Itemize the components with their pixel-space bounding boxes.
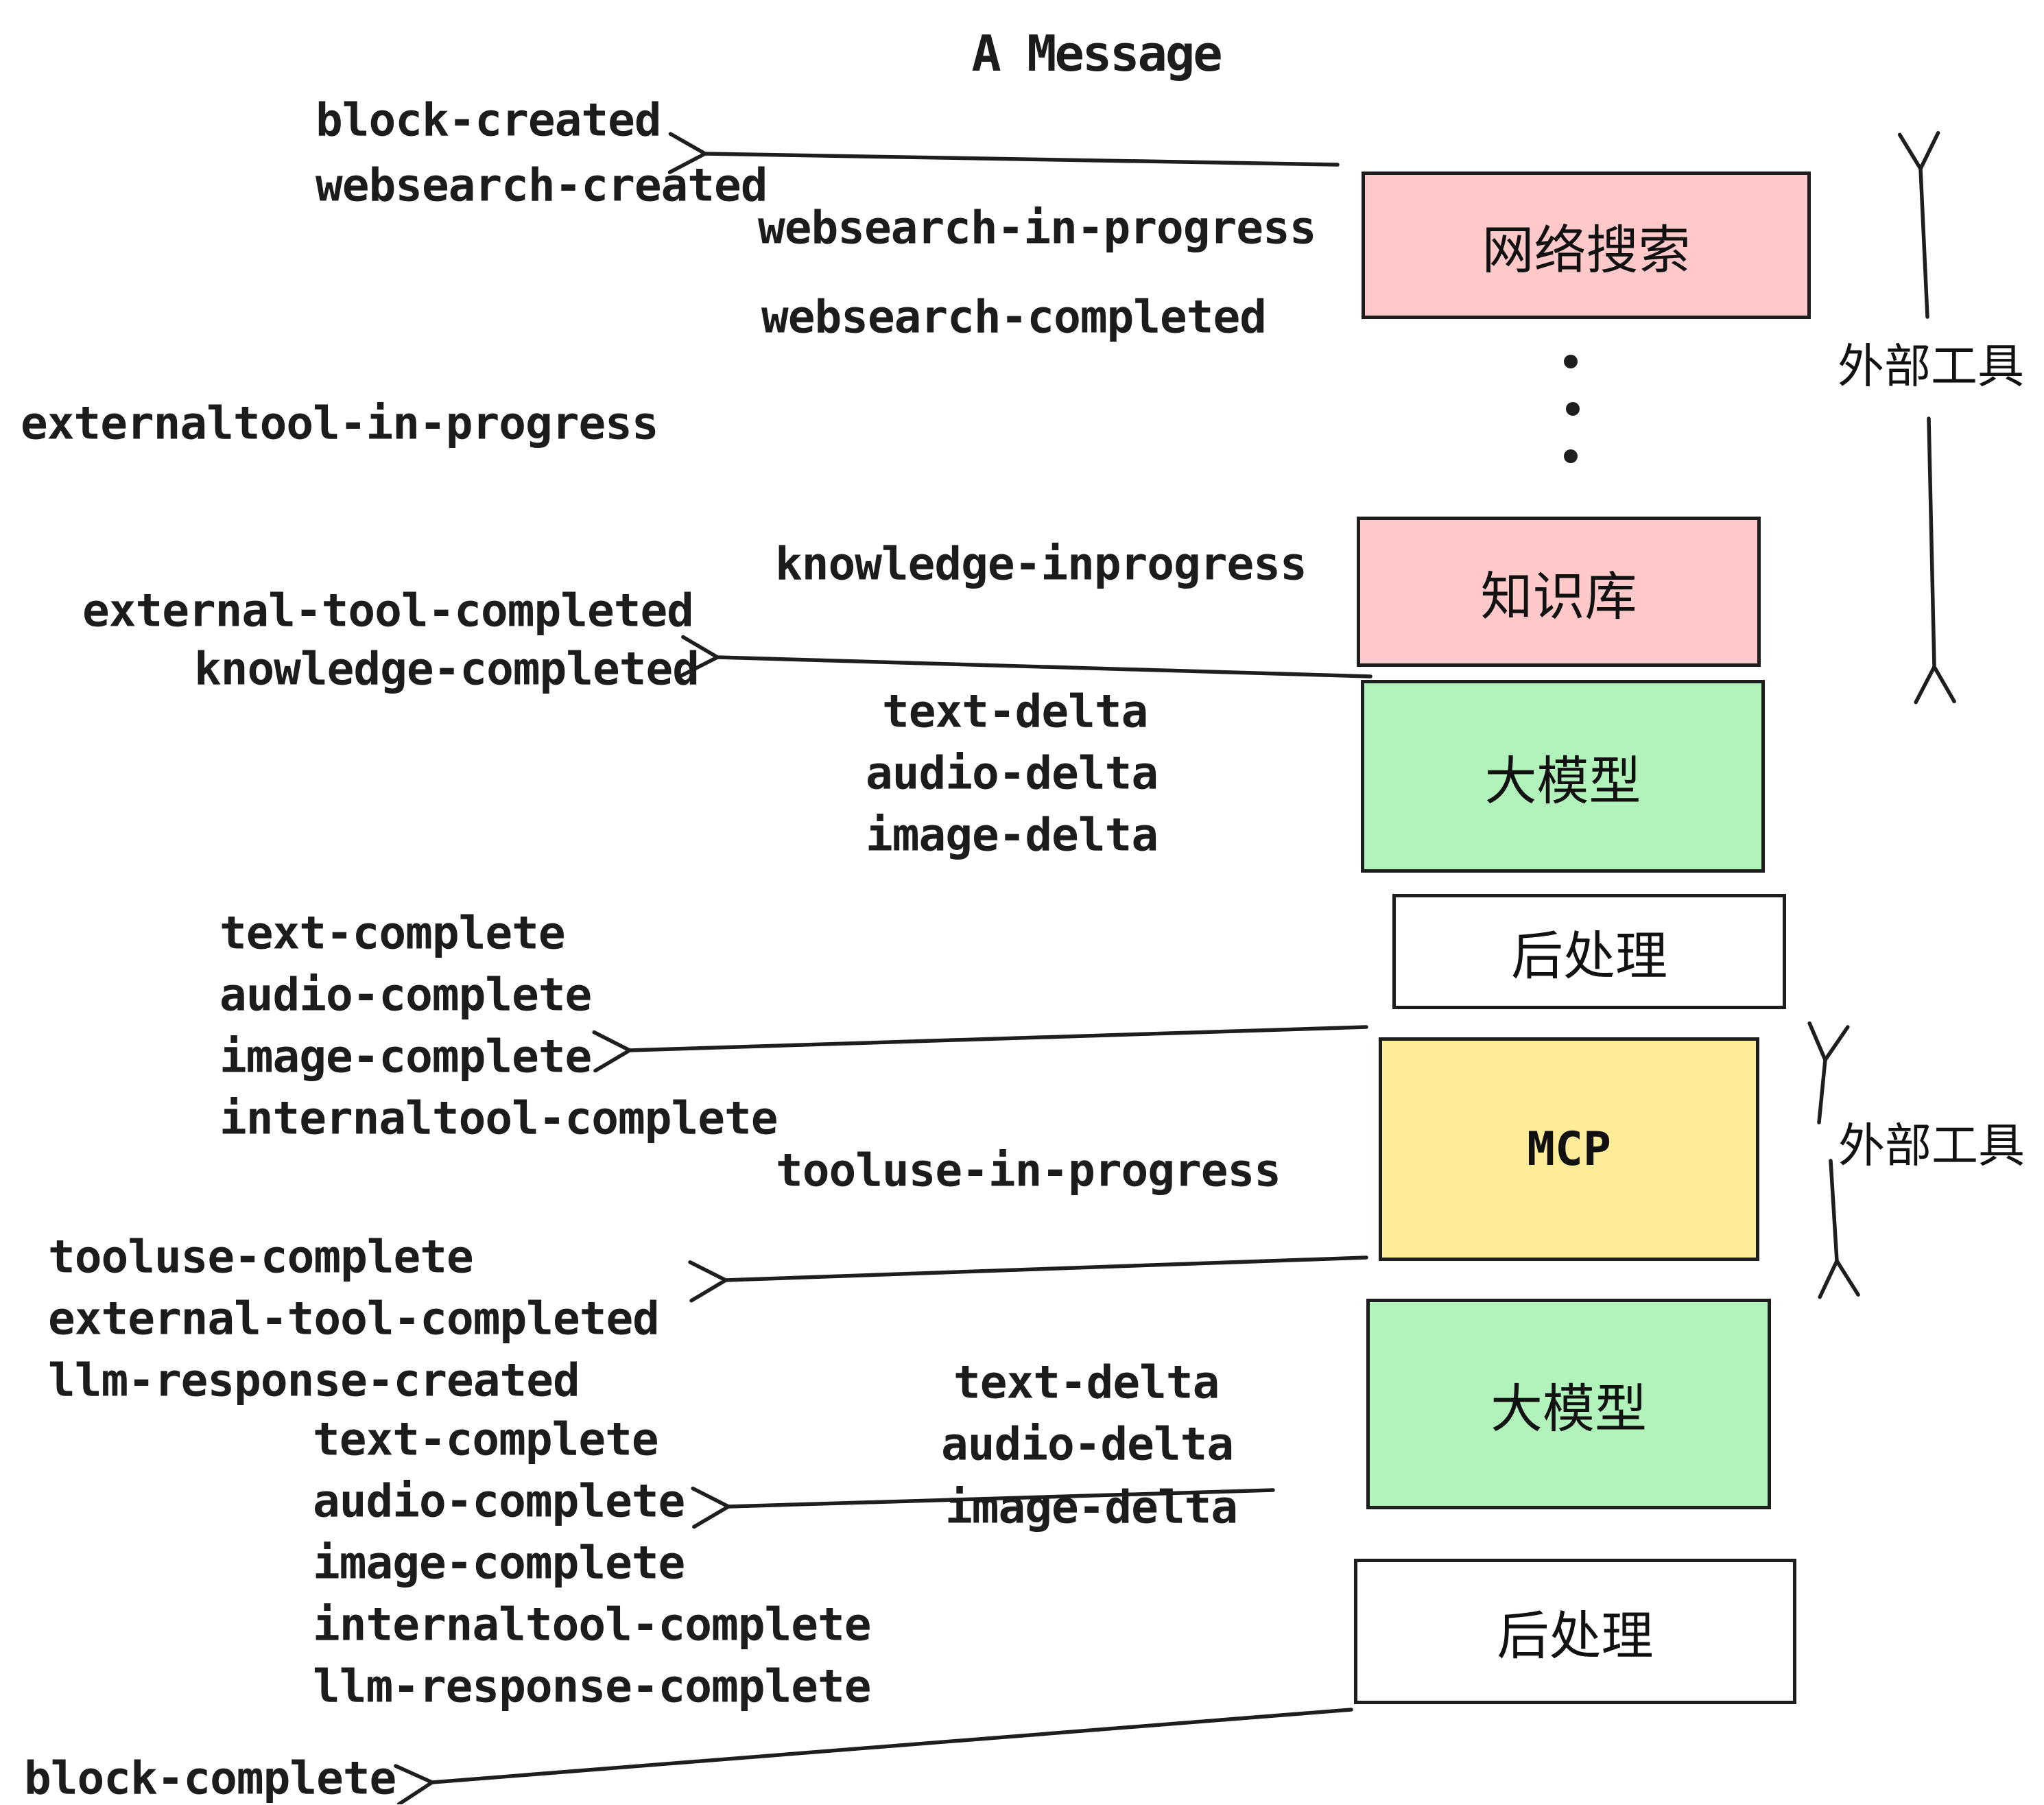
event-label: block-created: [316, 93, 662, 147]
event-label: websearch-completed: [761, 290, 1267, 344]
box-label: 知识库: [1480, 565, 1637, 627]
event-label: audio-delta: [941, 1417, 1234, 1471]
event-label: text-delta: [953, 1356, 1220, 1409]
box-label: 大模型: [1490, 1378, 1647, 1439]
external-tools-arrow-2-down: [1818, 1159, 1860, 1299]
external-tools-arrow-1-up: [1897, 131, 1940, 319]
event-label: text-complete: [219, 906, 566, 960]
msg-arrow-block-complete: [394, 1708, 1353, 1804]
event-label: image-complete: [219, 1030, 592, 1083]
event-label: llm-response-created: [48, 1354, 580, 1407]
box-websearch: 网络搜索: [1362, 172, 1811, 319]
box-mcp: MCP: [1379, 1037, 1759, 1261]
external-tools-label: 外部工具: [1838, 1119, 2025, 1174]
page-title: A Message: [971, 25, 1222, 82]
msg-arrow-block-created: [667, 132, 1340, 174]
box-label: 后处理: [1511, 925, 1667, 987]
event-label: text-delta: [882, 685, 1148, 738]
event-label: audio-delta: [866, 746, 1158, 800]
external-tools-arrow-1-down: [1914, 416, 1956, 705]
ellipsis-dot: [1566, 402, 1580, 416]
msg-arrow-knowledge-completed: [680, 635, 1372, 679]
external-tools-label: 外部工具: [1838, 340, 2025, 394]
msg-arrow-tooluse-complete: [688, 1255, 1368, 1303]
event-label: external-tool-completed: [48, 1292, 660, 1345]
msg-arrow-image-complete: [592, 1025, 1368, 1073]
event-label: tooluse-in-progress: [776, 1144, 1281, 1197]
ellipsis-dot: [1564, 355, 1578, 368]
event-label: image-complete: [313, 1536, 685, 1590]
box-label: 后处理: [1497, 1605, 1654, 1666]
event-label: block-complete: [24, 1751, 396, 1805]
external-tools-arrow-2-up: [1807, 1021, 1850, 1124]
box-label: 网络搜索: [1482, 219, 1691, 281]
event-label: audio-complete: [313, 1474, 685, 1528]
box-knowledge: 知识库: [1357, 517, 1761, 667]
box-label: 大模型: [1484, 750, 1641, 812]
event-label: knowledge-inprogress: [775, 537, 1307, 591]
event-label: knowledge-completed: [194, 642, 700, 696]
event-label: internaltool-complete: [313, 1598, 871, 1651]
event-label: websearch-created: [316, 158, 768, 212]
event-label: externaltool-in-progress: [21, 397, 659, 450]
event-label: image-delta: [866, 808, 1158, 862]
event-label: llm-response-complete: [313, 1660, 871, 1713]
event-label: image-delta: [945, 1480, 1238, 1534]
event-label: websearch-in-progress: [758, 201, 1316, 255]
box-llm-2: 大模型: [1366, 1299, 1771, 1509]
event-label: text-complete: [313, 1413, 659, 1466]
box-llm-1: 大模型: [1361, 680, 1765, 873]
event-label: tooluse-complete: [48, 1230, 474, 1284]
box-post-1: 后处理: [1392, 894, 1786, 1009]
event-label: internaltool-complete: [219, 1092, 778, 1145]
event-label: external-tool-completed: [82, 584, 694, 637]
event-label: audio-complete: [219, 968, 592, 1022]
box-label: MCP: [1527, 1122, 1611, 1177]
ellipsis-dot: [1564, 449, 1578, 463]
box-post-2: 后处理: [1354, 1559, 1796, 1704]
